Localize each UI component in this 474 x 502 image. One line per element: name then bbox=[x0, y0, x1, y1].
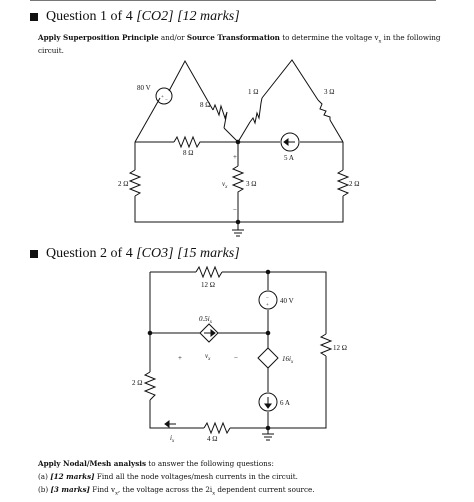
c1-wire-r1-lower bbox=[237, 121, 251, 143]
c1-resistor-8a bbox=[212, 103, 228, 129]
q2-b-text2: , the voltage across the 2i bbox=[117, 485, 213, 494]
c1-resistor-1 bbox=[249, 97, 263, 125]
c1-ground-icon bbox=[232, 229, 244, 237]
c2-label-r4: 4 Ω bbox=[207, 435, 217, 443]
c2-label-plus: + bbox=[178, 354, 182, 362]
c1-label-r2b: 2 Ω bbox=[349, 180, 359, 188]
q1-label: Question 1 of 4 bbox=[46, 9, 133, 24]
c1-label-vx: vx bbox=[222, 180, 228, 190]
c1-label-80v: 80 V bbox=[137, 84, 151, 92]
c1-resistor-8b bbox=[173, 135, 202, 149]
c2-label-vx: vx bbox=[205, 352, 211, 362]
c1-resistor-3b bbox=[231, 165, 245, 196]
c1-label-r3b: 3 Ω bbox=[246, 180, 256, 188]
q2-instructions: Apply Nodal/Mesh analysis to answer the … bbox=[38, 459, 448, 468]
c2-node-top bbox=[265, 269, 271, 275]
c1-label-r1: 1 Ω bbox=[248, 88, 258, 96]
c2-voltage-source-40v bbox=[258, 290, 278, 310]
c2-wire-bottom bbox=[149, 356, 327, 429]
c1-wire-left-lower bbox=[134, 97, 161, 143]
q1-instr-mid: and/or bbox=[160, 33, 185, 42]
q1-instr-bold1: Apply Superposition Principle bbox=[38, 33, 159, 42]
q2-instr-tail: to answer the following questions: bbox=[148, 459, 274, 468]
q2-tag: [CO3] [15 marks] bbox=[136, 246, 240, 261]
c2-node-bottom bbox=[265, 425, 271, 431]
c2-node-mid bbox=[265, 330, 271, 336]
c2-label-40v: 40 V bbox=[280, 297, 294, 305]
q2-part-b: (b) [3 marks] Find vx, the voltage acros… bbox=[38, 485, 448, 498]
c2-label-dep-i: 0.5ix bbox=[199, 315, 213, 325]
c2-label-src-plus: + bbox=[266, 303, 269, 308]
q2-instr-bold: Apply Nodal/Mesh analysis bbox=[38, 459, 147, 468]
c1-resistor-3a bbox=[317, 99, 331, 120]
c2-label-dep-v: 16ix bbox=[282, 355, 294, 365]
c2-label-src-minus: − bbox=[266, 296, 269, 301]
q1-instr-tail: to determine the voltage v bbox=[282, 33, 379, 42]
c1-wire-right-apex bbox=[261, 59, 319, 101]
q2-a-label: (a) bbox=[38, 472, 48, 481]
c1-label-r8b: 8 Ω bbox=[183, 149, 193, 157]
q2-b-sub2: x bbox=[212, 490, 216, 497]
q2-b-sub: x bbox=[115, 490, 118, 497]
q2-label: Question 2 of 4 bbox=[46, 246, 133, 261]
c2-wire-top bbox=[150, 271, 327, 334]
c1-5a-arrowhead-icon bbox=[283, 138, 289, 146]
c1-wire-left-apex bbox=[168, 59, 214, 111]
c1-voltage-source-80v bbox=[155, 87, 173, 105]
c1-resistor-2a bbox=[128, 169, 142, 197]
q1-heading: Question 1 of 4 [CO2] [12 marks] bbox=[30, 9, 240, 25]
q2-a-marks: [12 marks] bbox=[50, 472, 95, 481]
q1-instr-sub: x bbox=[378, 38, 382, 45]
c2-ix-arrowhead-icon bbox=[164, 420, 170, 428]
c2-label-minus: − bbox=[234, 354, 238, 362]
c2-dependent-current-source bbox=[199, 323, 219, 343]
c1-wire-outer bbox=[134, 142, 344, 223]
c1-label-r3a: 3 Ω bbox=[324, 88, 334, 96]
c2-dependent-voltage-source bbox=[257, 347, 279, 369]
q1-instr-end: in the following bbox=[383, 33, 441, 42]
q2-b-text1: Find v bbox=[92, 485, 116, 494]
c1-label-r8a: 8 Ω bbox=[200, 101, 210, 109]
c2-node-left bbox=[147, 330, 153, 336]
c2-current-source-6a bbox=[258, 392, 278, 412]
c2-label-r12b: 12 Ω bbox=[333, 344, 347, 352]
c1-label-5a: 5 A bbox=[284, 154, 294, 162]
c2-label-ix: ix bbox=[170, 434, 175, 444]
q2-b-text3: dependent current source. bbox=[217, 485, 315, 494]
q2-b-label: (b) bbox=[38, 485, 49, 494]
q1-instructions: Apply Superposition Principle and/or Sou… bbox=[38, 33, 448, 55]
q1-tag: [CO2] [12 marks] bbox=[136, 9, 240, 24]
q2-bullet-square bbox=[30, 250, 38, 258]
q1-bullet-square bbox=[30, 13, 38, 21]
c1-label-plus: + bbox=[233, 153, 237, 161]
q2-part-a: (a) [12 marks] Find all the node voltage… bbox=[38, 472, 448, 481]
c1-node-top bbox=[235, 139, 241, 145]
q1-instr-line2: circuit. bbox=[38, 46, 64, 56]
q2-heading: Question 2 of 4 [CO3] [15 marks] bbox=[30, 246, 240, 262]
c2-dep-arrowhead-icon bbox=[210, 329, 216, 337]
c2-label-r2: 2 Ω bbox=[132, 379, 142, 387]
c2-6a-arrowhead-icon bbox=[264, 403, 272, 409]
c1-label-minus: − bbox=[233, 206, 237, 214]
c1-current-source-5a bbox=[280, 132, 300, 152]
c2-label-r12a: 12 Ω bbox=[201, 281, 215, 289]
c2-resistor-4 bbox=[203, 421, 231, 435]
c1-label-src-minus: − bbox=[165, 98, 168, 103]
c2-resistor-12a bbox=[195, 265, 223, 279]
c1-label-src-plus: + bbox=[161, 95, 164, 100]
q1-instr-bold2: Source Transformation bbox=[186, 33, 280, 42]
q2-b-marks: [3 marks] bbox=[50, 485, 90, 494]
c1-label-r2a: 2 Ω bbox=[118, 180, 128, 188]
c1-node-bottom bbox=[235, 219, 241, 225]
top-rule bbox=[30, 0, 436, 3]
q2-a-text: Find all the node voltages/mesh currents… bbox=[96, 472, 298, 481]
c2-ground-icon bbox=[262, 433, 274, 441]
c2-resistor-12b bbox=[319, 333, 333, 357]
c1-wire-r3-lower bbox=[329, 119, 344, 143]
c2-label-6a: 6 A bbox=[280, 399, 290, 407]
c1-wire-left-down bbox=[223, 127, 239, 143]
c1-resistor-2b bbox=[336, 169, 350, 197]
c2-resistor-2 bbox=[143, 371, 157, 401]
